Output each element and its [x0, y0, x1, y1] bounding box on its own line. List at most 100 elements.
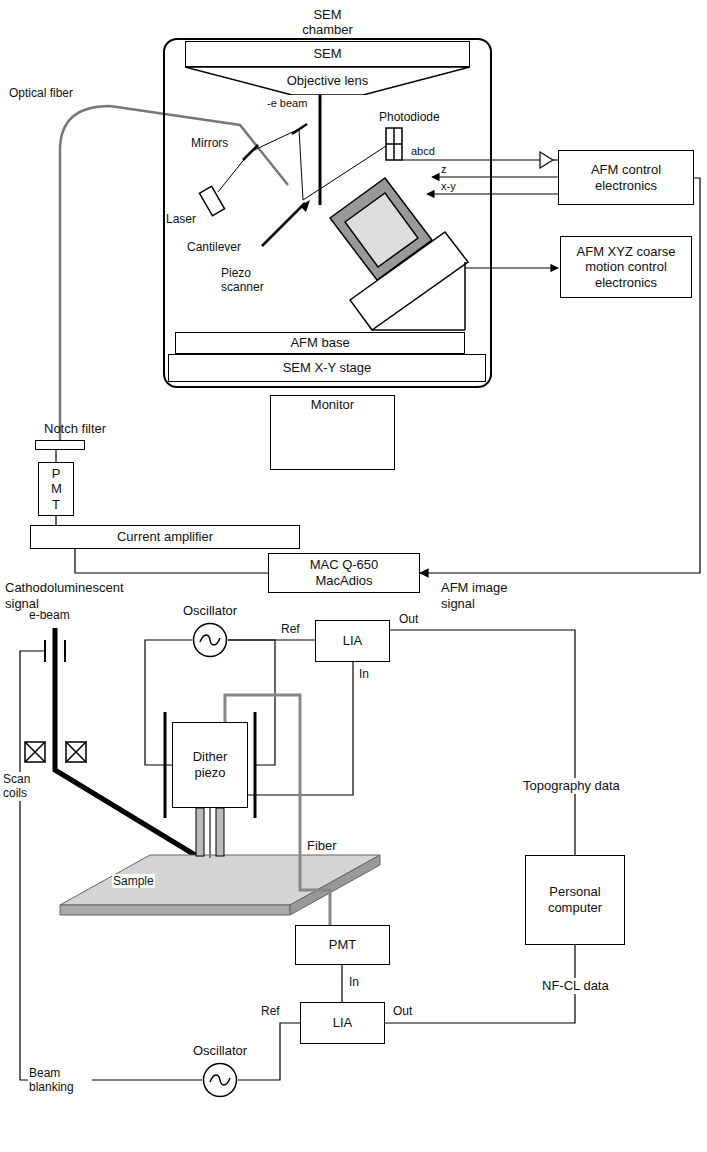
signal-label: NF-CL data	[541, 978, 610, 994]
drawing-part	[196, 808, 204, 856]
drawing-part	[540, 152, 553, 168]
node-text: SEM	[313, 46, 341, 62]
electron-beam-bottom	[20, 628, 202, 1080]
part-label: x-y	[440, 180, 457, 193]
node-text: Objective lens	[287, 73, 369, 89]
signal-label: Cathodoluminescent signal	[4, 580, 136, 611]
notch-filter: Notch filter	[35, 440, 85, 450]
part-label: abcd	[410, 145, 436, 158]
drawing-part	[262, 203, 305, 246]
node-text: P M T	[51, 466, 61, 513]
node-text: PMT	[329, 937, 356, 953]
signal-label: Topography data	[522, 778, 634, 794]
node-text: AFM control electronics	[559, 162, 693, 193]
sine-symbol	[200, 635, 220, 645]
wire-connector	[55, 450, 56, 462]
part-label: -e beam	[266, 97, 308, 110]
drawing-part	[465, 267, 558, 268]
node-text: Monitor	[311, 397, 354, 413]
part-label: Mirrors	[190, 136, 229, 150]
oscillator-circle	[194, 624, 227, 657]
sem-column: SEM	[185, 41, 470, 67]
laser	[199, 186, 224, 216]
node-text: Current amplifier	[117, 529, 213, 545]
part-label: Beam blanking	[28, 1066, 92, 1095]
computer-box: MAC Q-650 MacAdios	[268, 553, 420, 593]
oscillator-symbol	[202, 1062, 238, 1098]
drawing-part	[25, 742, 45, 762]
lock-in-amplifier: LIA	[315, 620, 390, 662]
signal-label: AFM image signal	[440, 580, 534, 611]
drawing-part	[66, 742, 86, 762]
detector-box: PMT	[295, 925, 390, 965]
wire-connector	[55, 516, 56, 525]
wire-connector	[238, 1023, 300, 1080]
drawing-part	[64, 640, 66, 662]
drawing-part	[432, 176, 562, 177]
part-label: Out	[398, 612, 419, 626]
dither-piezo: Dither piezo	[172, 722, 248, 808]
computer-box: Personal computer	[525, 855, 625, 945]
wire-connector	[75, 549, 268, 573]
part-label: Cantilever	[186, 240, 242, 254]
photodiode	[386, 128, 402, 160]
detector-box: P M T	[38, 462, 74, 516]
dither-plates	[165, 640, 275, 818]
oscillator: Oscillator	[192, 622, 228, 658]
part-label: Laser	[165, 212, 197, 226]
drawing-part	[216, 808, 224, 856]
amplifier-box: Current amplifier	[30, 525, 300, 549]
wire-connector	[390, 630, 575, 855]
wire-connector	[228, 639, 315, 640]
sample-slab	[60, 855, 380, 915]
node-text: Personal computer	[535, 884, 615, 915]
node-heading: Oscillator	[176, 603, 244, 619]
optical-fiber	[60, 106, 288, 440]
drawing-part	[209, 808, 211, 858]
monitor: Monitor	[270, 395, 395, 470]
drawing-part	[60, 106, 288, 440]
node-text: LIA	[333, 1015, 353, 1031]
node-text: AFM base	[290, 335, 349, 351]
stage-box: SEM X-Y stage	[168, 354, 486, 382]
node-text: MAC Q-650 MacAdios	[294, 557, 394, 588]
drawing-part	[60, 855, 380, 905]
drawing-part	[218, 129, 386, 200]
drawing-part	[66, 742, 86, 762]
signal-label: Fiber	[306, 838, 338, 854]
drawing-part	[372, 329, 465, 331]
node-text: Dither piezo	[180, 749, 240, 780]
part-label: In	[358, 667, 370, 681]
part-label: Sample	[112, 874, 155, 888]
oscillator-symbol	[192, 622, 228, 658]
drawing-part	[199, 186, 224, 216]
drawing-part	[290, 855, 380, 915]
wire-connector	[341, 965, 342, 1002]
node-heading: Oscillator	[186, 1043, 254, 1059]
oscillator-circle	[204, 1064, 237, 1097]
lock-in-amplifier: LIA	[300, 1002, 385, 1044]
part-label: z	[440, 163, 448, 176]
part-label: Out	[392, 1004, 413, 1018]
part-label: Ref	[280, 622, 301, 636]
part-label: Piezo scanner	[220, 266, 280, 295]
afm-base: AFM base	[175, 332, 465, 354]
cantilever	[262, 200, 310, 246]
node-text: LIA	[343, 633, 363, 649]
control-box: AFM XYZ coarse motion control electronic…	[560, 236, 692, 298]
node-text: SEM X-Y stage	[283, 360, 372, 376]
node-text: AFM XYZ coarse motion control electronic…	[567, 244, 685, 291]
drawing-part	[386, 128, 402, 160]
drawing-part	[300, 200, 310, 212]
node-heading: SEM chamber	[296, 7, 360, 38]
drawing-part	[345, 193, 418, 267]
control-box: AFM control electronics	[558, 150, 694, 205]
part-label: Photodiode	[378, 110, 441, 124]
chamber-outline: SEM chamberSEMObjective lensAFM baseSEM …	[163, 38, 492, 388]
laser-path	[218, 129, 386, 200]
part-label: Optical fiber	[8, 86, 74, 100]
drawing-part	[464, 262, 466, 330]
tuning-fork	[196, 808, 224, 858]
drawing-part	[393, 128, 395, 160]
drawing-part	[25, 742, 45, 762]
